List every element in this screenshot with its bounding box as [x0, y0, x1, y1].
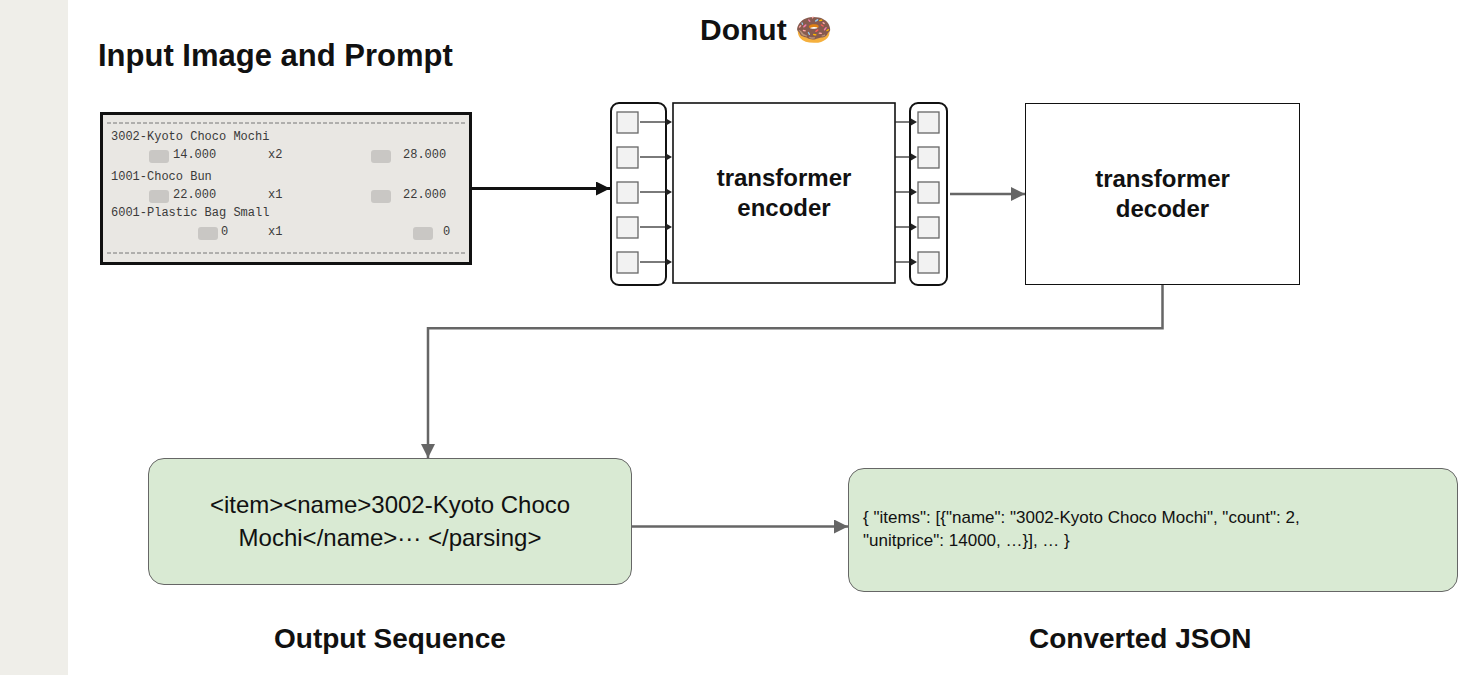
sequence-text: { "items": [{"name": "3002-Kyoto Choco M…: [863, 507, 1318, 553]
token-square: [918, 217, 939, 238]
receipt-text: 3002-Kyoto Choco Mochi: [111, 130, 269, 144]
token-square: [918, 112, 939, 133]
token-arrow: [895, 261, 912, 262]
token-arrow: [895, 226, 912, 227]
token-square: [617, 112, 638, 133]
receipt-text: 22.000: [173, 188, 216, 202]
token-arrowhead: [666, 189, 672, 196]
paper: [103, 115, 469, 262]
token-arrow: [895, 191, 912, 192]
token-arrowhead: [666, 224, 672, 231]
sequence-text: <item><name>3002-Kyoto Choco Mochi</name…: [175, 489, 605, 554]
encoder-block: transformer encoder: [610, 100, 950, 288]
token-square: [918, 182, 939, 203]
json-box: { "items": [{"name": "3002-Kyoto Choco M…: [848, 468, 1458, 592]
receipt-text: 14.000: [173, 148, 216, 162]
receipt-text: x1: [268, 225, 282, 239]
receipt-text: 6001-Plastic Bag Small: [111, 206, 269, 220]
flow-arrow: [950, 193, 1025, 196]
token-arrowhead: [666, 259, 672, 266]
heading-label: Donut 🍩: [700, 12, 832, 47]
token-square: [617, 147, 638, 168]
blurred-patch: [149, 150, 169, 163]
token-arrow: [895, 121, 912, 122]
blurred-patch: [413, 227, 433, 240]
token-arrow: [640, 261, 667, 262]
receipt-text: x2: [268, 148, 282, 162]
token-arrow: [640, 191, 667, 192]
token-arrowhead: [666, 154, 672, 161]
token-square: [918, 147, 939, 168]
token-column: [611, 103, 666, 285]
dashed-rule: [107, 123, 465, 124]
token-arrowhead: [911, 259, 917, 266]
token-arrow: [895, 156, 912, 157]
token-arrow: [640, 121, 667, 122]
token-square: [918, 252, 939, 273]
receipt-text: 0: [443, 225, 450, 239]
token-arrowhead: [911, 224, 917, 231]
receipt-text: 22.000: [403, 188, 446, 202]
token-square: [617, 217, 638, 238]
heading-label: Output Sequence: [274, 623, 506, 655]
flow-arrow: [428, 285, 1163, 458]
receipt-text: 28.000: [403, 148, 446, 162]
receipt-text: x1: [268, 188, 282, 202]
receipt-image: 3002-Kyoto Choco Mochi 14.000 x2 28.000 1001…: [100, 112, 472, 265]
blurred-patch: [149, 190, 169, 203]
token-arrowhead: [911, 189, 917, 196]
heading-label: Converted JSON: [1029, 623, 1252, 655]
encoder-box: [673, 103, 895, 283]
decoder-box: transformer decoder: [1025, 103, 1300, 285]
block-label: transformer encoder: [689, 163, 879, 223]
output-sequence-box: <item><name>3002-Kyoto Choco Mochi</name…: [148, 458, 632, 585]
blurred-patch: [371, 190, 391, 203]
flow-arrow: [632, 525, 848, 528]
receipt-text: 0: [221, 225, 228, 239]
flow-arrow: [472, 187, 610, 190]
token-square: [617, 182, 638, 203]
token-arrow: [640, 226, 667, 227]
token-arrowhead: [911, 154, 917, 161]
token-arrowhead: [666, 119, 672, 126]
block-label: transformer decoder: [1068, 164, 1258, 224]
heading-label: Input Image and Prompt: [98, 38, 453, 74]
receipt-text: 1001-Choco Bun: [111, 170, 212, 184]
token-column: [910, 103, 947, 285]
token-arrowhead: [911, 119, 917, 126]
blurred-patch: [371, 150, 391, 163]
token-square: [617, 252, 638, 273]
blurred-patch: [198, 227, 218, 240]
dashed-rule: [107, 253, 465, 254]
token-arrow: [640, 156, 667, 157]
